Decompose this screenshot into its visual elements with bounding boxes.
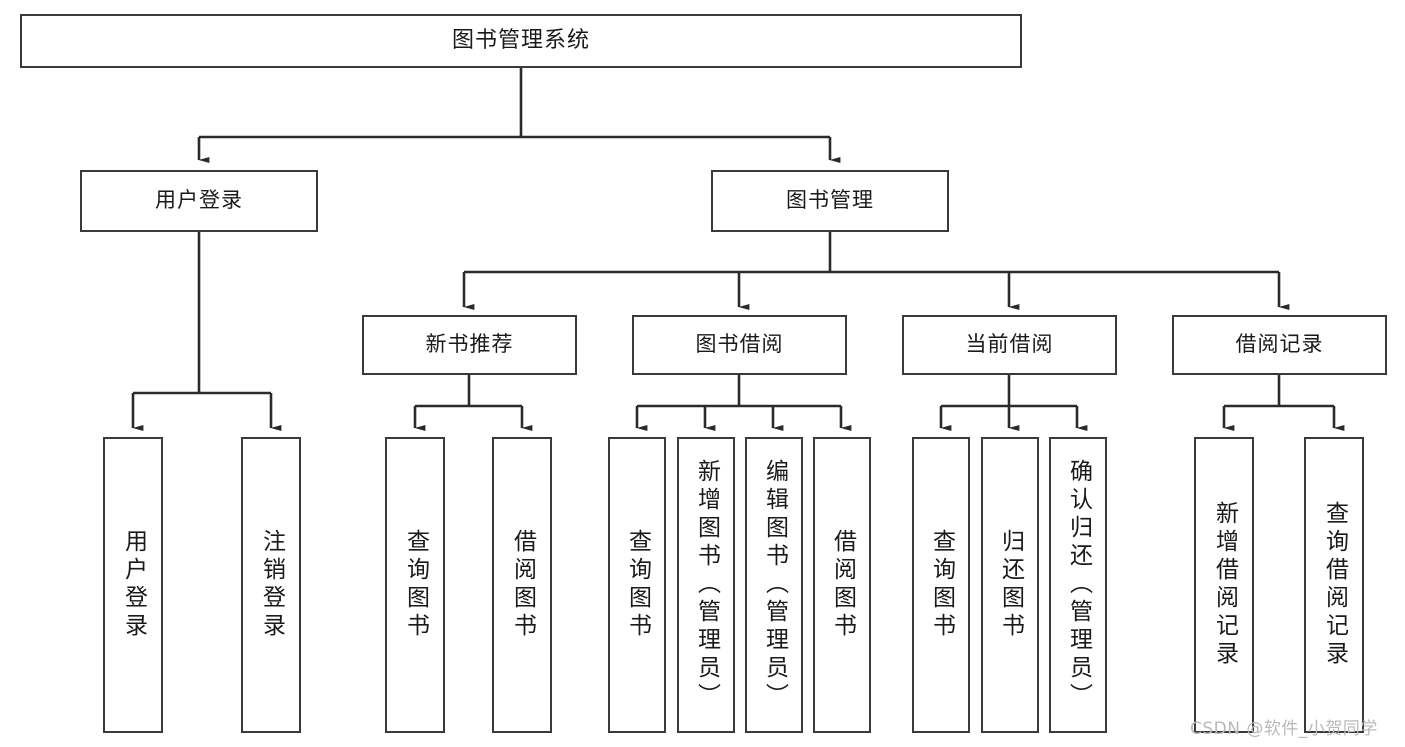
node-label: 借阅图书: [829, 529, 856, 641]
node-label: 查询图书: [624, 529, 651, 641]
node-book-management[interactable]: 图书管理: [711, 170, 949, 232]
node-label: 图书管理: [786, 188, 874, 213]
node-label: 查询图书: [928, 529, 955, 641]
node-label: 用户登录: [155, 188, 243, 213]
node-label: 新增借阅记录: [1211, 501, 1238, 669]
node-label: 编辑图书（管理员）: [761, 459, 788, 711]
node-label: 新书推荐: [425, 332, 514, 357]
node-leaf-add-book[interactable]: 新增图书（管理员）: [677, 437, 735, 733]
node-leaf-return-book[interactable]: 归还图书: [981, 437, 1039, 733]
node-label: 归还图书: [997, 529, 1024, 641]
node-label: 当前借阅: [965, 332, 1054, 357]
node-leaf-edit-book[interactable]: 编辑图书（管理员）: [745, 437, 803, 733]
node-label: 图书借阅: [695, 332, 784, 357]
node-label: 图书管理系统: [451, 27, 590, 53]
node-leaf-query-book-3[interactable]: 查询图书: [912, 437, 970, 733]
node-leaf-confirm-return[interactable]: 确认归还（管理员）: [1049, 437, 1107, 733]
node-user-login[interactable]: 用户登录: [80, 170, 318, 232]
node-new-book-recommend[interactable]: 新书推荐: [362, 315, 577, 375]
node-label: 确认归还（管理员）: [1065, 459, 1092, 711]
node-leaf-query-book-1[interactable]: 查询图书: [385, 437, 445, 733]
node-leaf-query-borrow-record[interactable]: 查询借阅记录: [1304, 437, 1364, 733]
node-label: 查询图书: [402, 529, 429, 641]
node-label: 注销登录: [258, 529, 285, 641]
node-label: 用户登录: [120, 529, 147, 641]
node-book-management-system[interactable]: 图书管理系统: [20, 14, 1022, 68]
node-label: 新增图书（管理员）: [693, 459, 720, 711]
node-label: 借阅图书: [509, 529, 536, 641]
node-label: 借阅记录: [1235, 332, 1324, 357]
node-label: 查询借阅记录: [1321, 501, 1348, 669]
node-book-borrow[interactable]: 图书借阅: [632, 315, 847, 375]
node-current-borrow[interactable]: 当前借阅: [902, 315, 1117, 375]
node-leaf-user-login[interactable]: 用户登录: [103, 437, 163, 733]
node-leaf-logout-login[interactable]: 注销登录: [241, 437, 301, 733]
node-leaf-add-borrow-record[interactable]: 新增借阅记录: [1194, 437, 1254, 733]
node-leaf-borrow-book-1[interactable]: 借阅图书: [492, 437, 552, 733]
node-leaf-query-book-2[interactable]: 查询图书: [608, 437, 666, 733]
node-borrow-record[interactable]: 借阅记录: [1172, 315, 1387, 375]
node-leaf-borrow-book-2[interactable]: 借阅图书: [813, 437, 871, 733]
